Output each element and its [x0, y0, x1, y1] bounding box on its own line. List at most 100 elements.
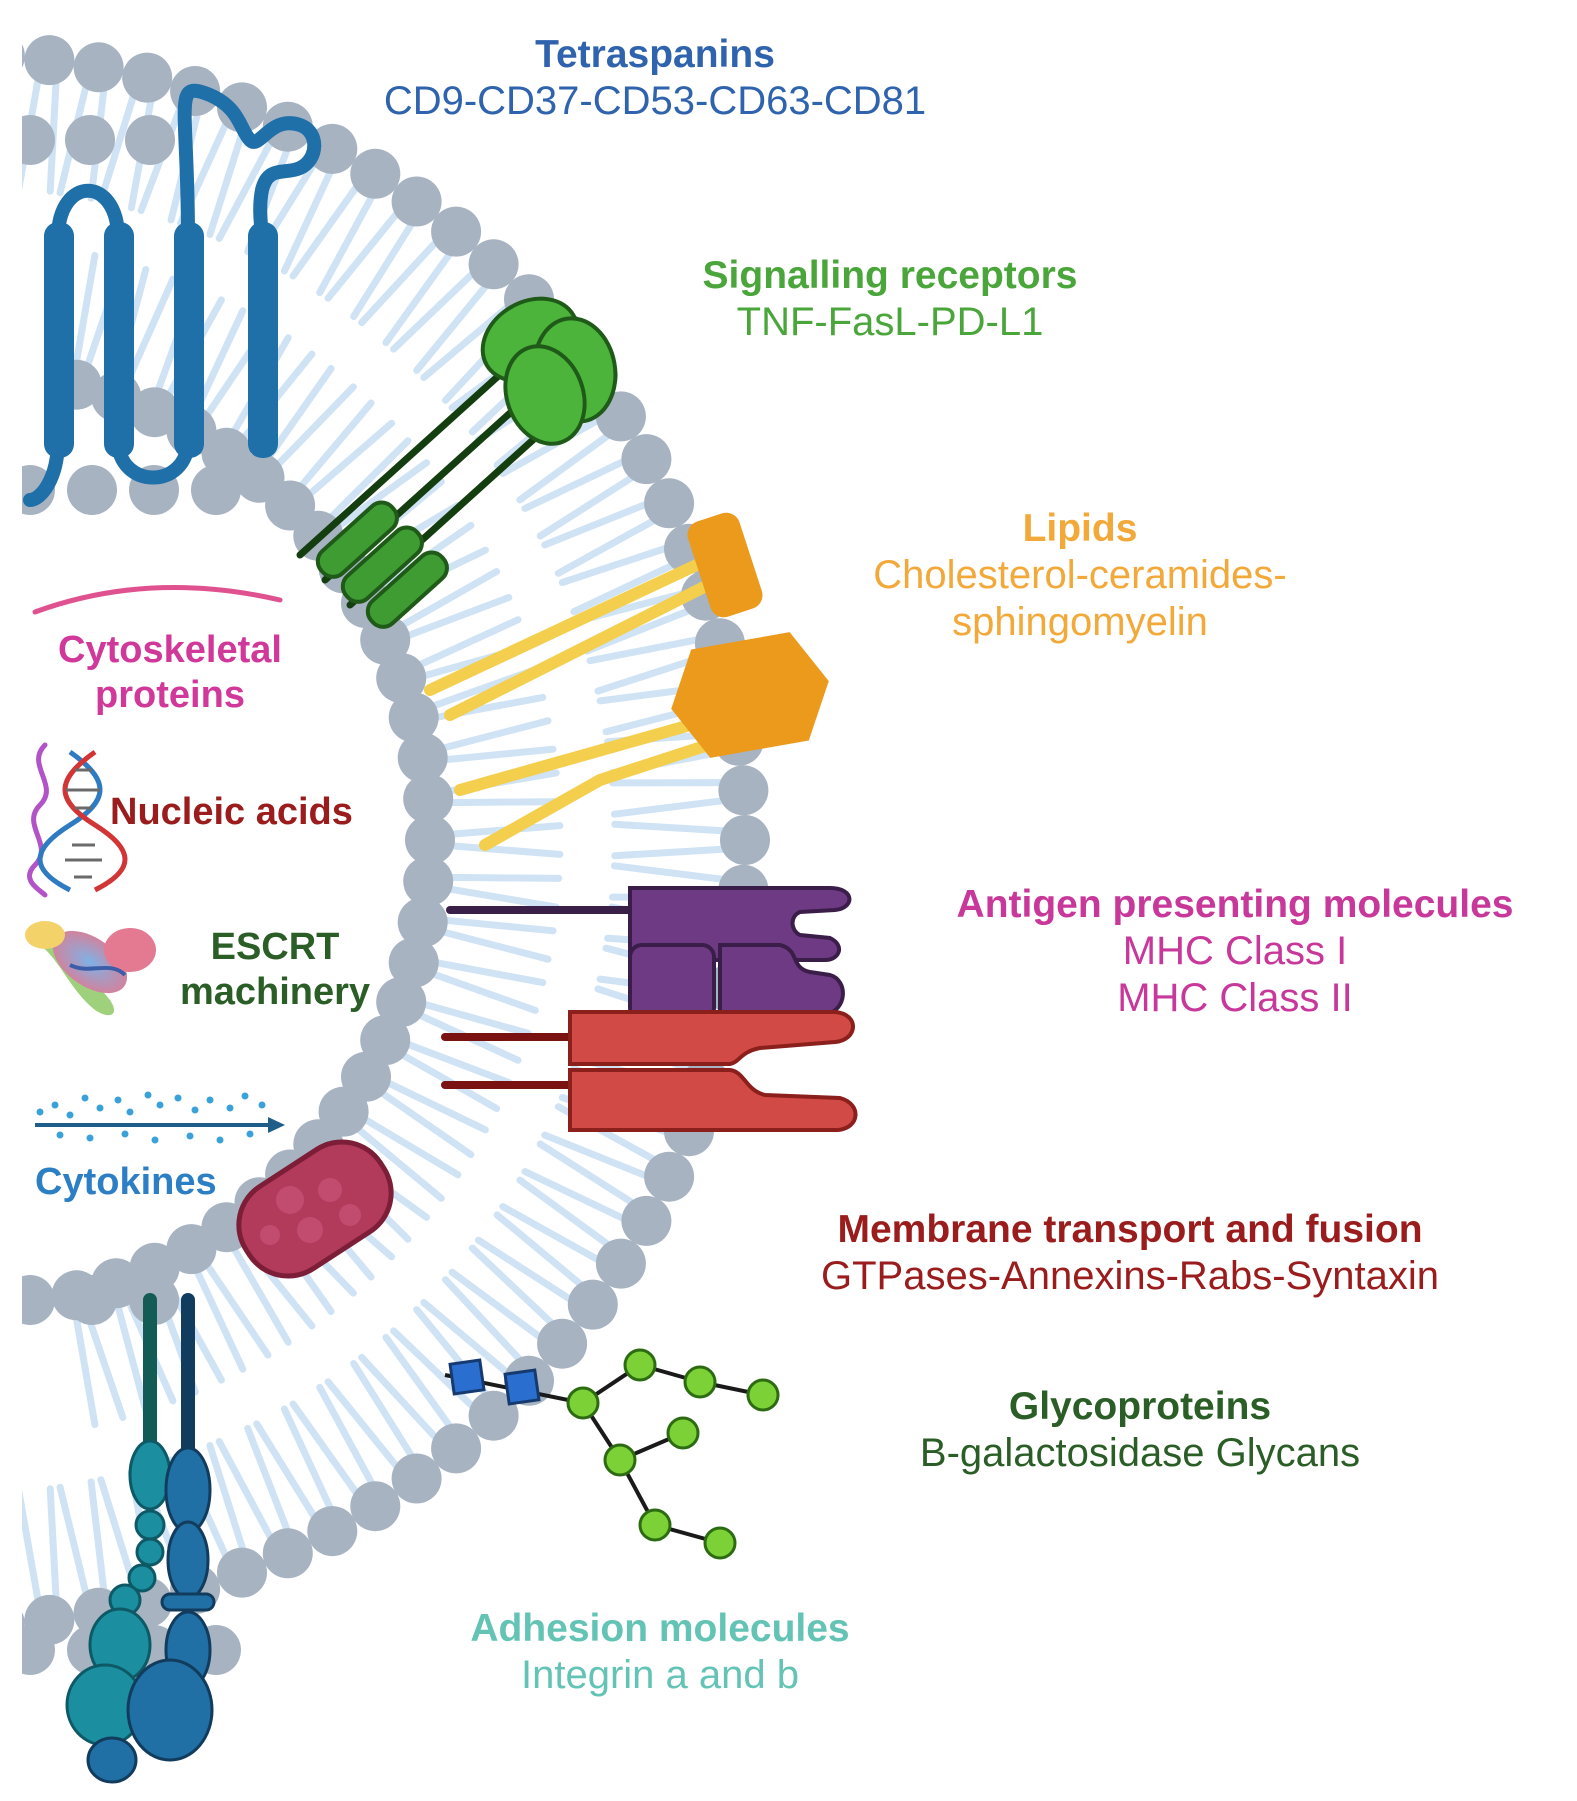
lipid-head	[388, 937, 439, 988]
lipid-head	[567, 1279, 618, 1330]
lipid-tail	[324, 1378, 400, 1470]
mhc-class-ii-icon	[441, 1010, 858, 1132]
lipid-tail	[316, 1383, 375, 1487]
lipid-tail	[280, 1405, 334, 1511]
cytoskeletal-arc-icon	[32, 585, 283, 615]
lipid-head	[403, 773, 454, 824]
lipid-head	[405, 815, 455, 865]
lipids-members-line1: Cholesterol-ceramides-	[873, 553, 1287, 598]
lipid-tail	[441, 745, 557, 764]
tetraspanin-icon	[23, 83, 322, 507]
cytokine-dot	[186, 1132, 194, 1140]
lipid-head	[22, 115, 55, 165]
lipid-head	[22, 1625, 55, 1675]
lipids-title: Lipids	[1022, 507, 1138, 550]
cytoskeletal-line2: proteins	[95, 673, 245, 716]
lipid-tail	[97, 93, 137, 204]
cytokine-dot	[36, 1108, 44, 1116]
membrane-transport-members: GTPases-Annexins-Rabs-Syntaxin	[820, 1254, 1440, 1299]
cytokine-dot	[246, 1130, 254, 1138]
lipid-tail	[554, 517, 657, 577]
lipid-head	[350, 148, 401, 199]
lipid-tail	[72, 251, 99, 366]
membrane-transport-protein-icon	[236, 1139, 394, 1279]
cytokines-title: Cytokines	[35, 1161, 217, 1203]
lipid-tail	[289, 1400, 360, 1496]
lipid-tail	[280, 169, 334, 275]
lipid-tail	[475, 1236, 574, 1303]
lipid-tail	[439, 717, 552, 752]
lipid-head	[67, 1275, 117, 1325]
lipid-tail	[448, 1268, 543, 1341]
lipid-tail	[324, 210, 400, 302]
lipid-tail	[8, 79, 9, 187]
lipid-head	[376, 977, 427, 1027]
lipid-tail	[521, 1168, 627, 1222]
escrt-machinery-label: ESCRT machinery	[160, 925, 390, 1015]
lipid-head	[22, 1275, 55, 1325]
cytoskeletal-line1: Cytoskeletal	[58, 629, 282, 671]
lipid-tail	[442, 1276, 523, 1363]
lipid-tail	[429, 970, 539, 1014]
adhesion-molecules-title: Adhesion molecules	[470, 1607, 850, 1650]
lipid-tail	[378, 1089, 475, 1159]
lipid-head	[22, 44, 25, 68]
lipid-head	[403, 856, 454, 907]
lipid-head	[397, 732, 448, 783]
lipid-tail	[327, 437, 412, 521]
lipid-head	[397, 897, 448, 948]
cytokine-dot	[121, 1130, 129, 1138]
lipid-head	[391, 1453, 442, 1504]
lipid-head	[262, 1528, 313, 1579]
lipid-head	[166, 1224, 217, 1275]
lipid-tail	[611, 820, 727, 835]
cytokine-dot	[114, 1096, 122, 1104]
lipid-head	[621, 434, 672, 485]
lipid-tail	[265, 365, 335, 461]
lipid-tail	[594, 654, 705, 695]
lipid-tail	[399, 568, 501, 629]
lipid-tail	[404, 594, 513, 640]
lipid-head	[537, 1318, 588, 1369]
lipid-head	[217, 82, 267, 133]
lipid-tail	[439, 928, 552, 963]
lipid-tail	[493, 1211, 584, 1288]
lipid-tail	[358, 1353, 439, 1441]
escrt-line2: machinery	[179, 970, 371, 1013]
cytokine-dot	[241, 1092, 249, 1100]
lipid-tail	[206, 127, 247, 238]
lipid-tail	[253, 1420, 318, 1520]
lipid-tail	[87, 1478, 108, 1593]
escrt-line1: ESCRT	[210, 926, 340, 968]
lipid-tail	[350, 221, 415, 320]
lipid-head	[621, 1195, 672, 1246]
lipid-tail	[206, 1442, 247, 1553]
signalling-receptors-title: Signalling receptors	[702, 254, 1078, 297]
lipid-tail	[384, 1079, 489, 1134]
cytokine-icon	[35, 1091, 285, 1144]
lipid-head	[431, 206, 482, 257]
cytokine-dot	[226, 1104, 234, 1112]
lipid-tail	[382, 251, 453, 346]
lipid-tail	[516, 1176, 611, 1248]
lipid-tail	[570, 562, 676, 616]
tetraspanins-title: Tetraspanins	[535, 33, 775, 76]
antigen-presenting-label: Antigen presenting molecules MHC Class I…	[920, 882, 1550, 1022]
glycan-icon	[444, 1348, 780, 1560]
lipid-head	[307, 1506, 358, 1557]
lipid-tail	[193, 307, 247, 413]
lipid-head	[644, 478, 695, 529]
lipid-tail	[56, 1483, 90, 1597]
nucleic-acids-title: Nucleic acids	[110, 791, 353, 833]
lipid-tail	[446, 885, 560, 911]
signalling-receptors-members: TNF-FasL-PD-L1	[736, 300, 1044, 345]
cytokine-dot	[156, 1101, 164, 1109]
lipid-tail	[521, 458, 627, 512]
lipid-tail	[125, 275, 177, 382]
lipid-tail	[516, 432, 611, 504]
lipid-tail	[193, 1267, 247, 1373]
lipid-tail	[46, 1485, 60, 1601]
nucleic-acids-label: Nucleic acids	[110, 790, 390, 835]
lipid-head	[644, 1151, 695, 1202]
lipid-tail	[8, 1493, 9, 1601]
